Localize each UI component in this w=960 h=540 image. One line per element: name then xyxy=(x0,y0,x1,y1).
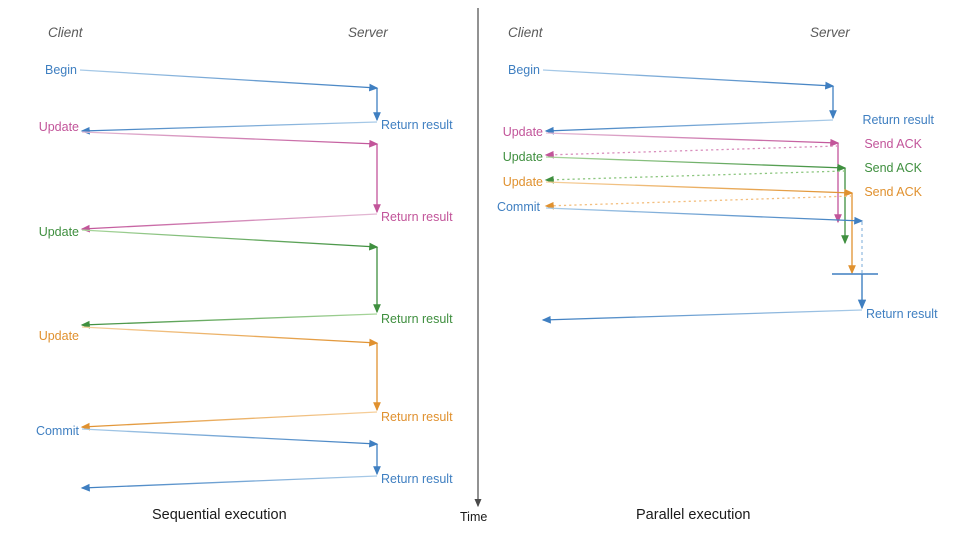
r-arrow-commit xyxy=(545,207,864,225)
left-actor-client: Client xyxy=(48,25,83,40)
right-label-update-1: Update xyxy=(502,125,543,139)
arrow-update-pink xyxy=(81,131,379,148)
left-label-return-3: Return result xyxy=(381,312,453,326)
left-actor-server: Server xyxy=(348,25,388,40)
left-label-update-3: Update xyxy=(38,329,79,343)
arrow-return-1 xyxy=(80,121,378,135)
right-panel-arrows xyxy=(541,69,878,324)
left-label-commit: Commit xyxy=(35,424,79,438)
time-axis-label: Time xyxy=(460,510,488,524)
left-label-return-2: Return result xyxy=(381,210,453,224)
arrow-commit xyxy=(81,428,379,448)
arrow-begin xyxy=(79,69,379,92)
arrow-return-3 xyxy=(80,313,378,329)
left-label-update-1: Update xyxy=(38,120,79,134)
r-arrow-update-pink xyxy=(545,132,840,147)
caption-right: Parallel execution xyxy=(636,507,751,523)
arrow-return-2 xyxy=(80,213,378,233)
right-label-return-2: Return result xyxy=(866,307,938,321)
right-label-update-2: Update xyxy=(502,150,543,164)
r-arrow-update-green xyxy=(545,156,847,172)
left-label-begin: Begin xyxy=(45,63,77,77)
arrow-return-5 xyxy=(80,475,378,492)
arrow-update-orange xyxy=(81,326,379,347)
r-arrow-update-orange xyxy=(545,181,854,197)
left-label-update-2: Update xyxy=(38,225,79,239)
caption-left: Sequential execution xyxy=(152,507,287,523)
left-panel-arrows xyxy=(79,69,381,492)
right-actor-server: Server xyxy=(810,25,850,40)
arrow-update-green xyxy=(81,229,379,251)
right-label-commit: Commit xyxy=(496,200,540,214)
left-label-return-1: Return result xyxy=(381,118,453,132)
arrow-return-4 xyxy=(80,411,378,431)
right-label-begin: Begin xyxy=(508,63,540,77)
right-label-return-1: Return result xyxy=(862,113,934,127)
left-label-return-5: Return result xyxy=(381,472,453,486)
r-arrow-ack-orange xyxy=(544,195,853,210)
left-label-return-4: Return result xyxy=(381,410,453,424)
r-arrow-ack-pink xyxy=(544,145,839,159)
right-label-update-3: Update xyxy=(502,175,543,189)
r-arrow-return-2 xyxy=(541,309,863,324)
right-label-ack-2: Send ACK xyxy=(864,161,922,175)
r-arrow-return-1 xyxy=(544,119,834,135)
right-label-ack-3: Send ACK xyxy=(864,185,922,199)
right-actor-client: Client xyxy=(508,25,543,40)
r-arrow-ack-green xyxy=(544,170,846,184)
right-label-ack-1: Send ACK xyxy=(864,137,922,151)
r-arrow-begin xyxy=(542,69,835,90)
